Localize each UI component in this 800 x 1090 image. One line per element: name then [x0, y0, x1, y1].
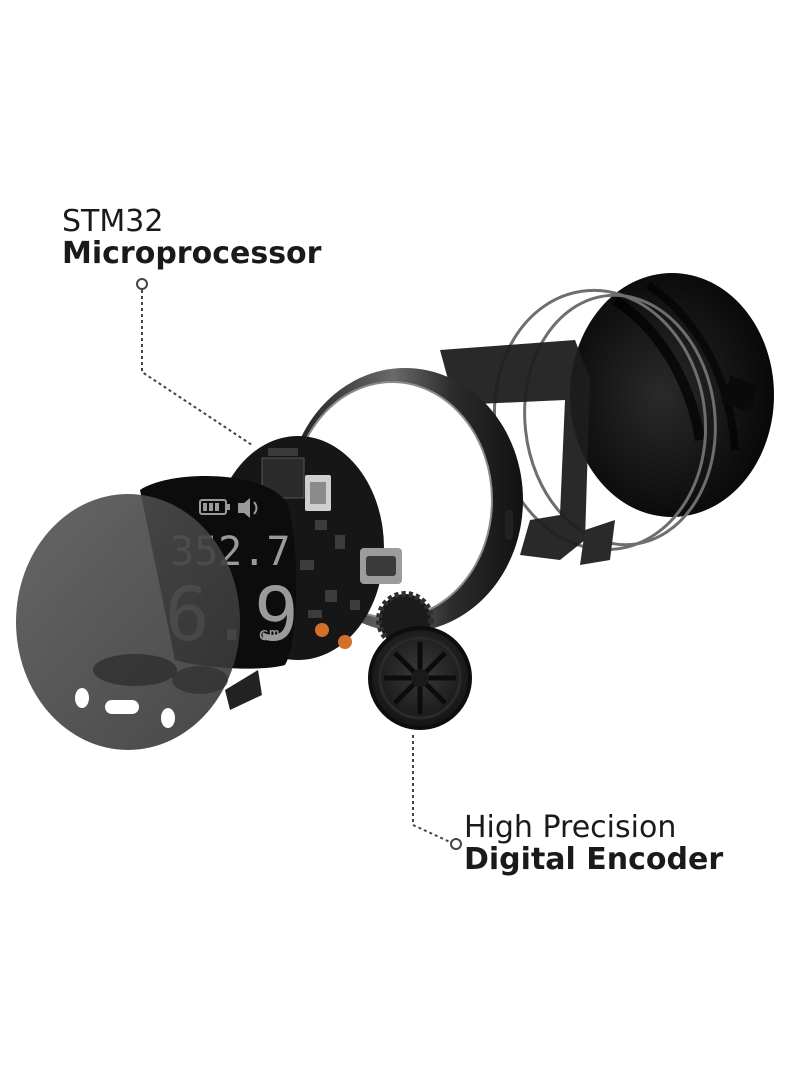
- back-cover: [570, 273, 774, 517]
- label-processor-line2: Microprocessor: [62, 236, 322, 272]
- unit-label: cm: [258, 624, 280, 645]
- callout-dot-encoder: [450, 838, 462, 850]
- orange-button: [315, 623, 329, 637]
- battery-icon: [199, 499, 227, 515]
- label-encoder-line2: Digital Encoder: [464, 842, 724, 878]
- label-encoder-line1: High Precision: [464, 810, 677, 845]
- label-digital-encoder: High Precision Digital Encoder: [464, 810, 724, 878]
- callout-dot-processor: [136, 278, 148, 290]
- callout-lines: [141, 290, 451, 843]
- encoder-wheel: [368, 626, 472, 730]
- label-processor-line1: STM32: [62, 204, 164, 239]
- front-lens: [16, 494, 262, 750]
- label-stm32-microprocessor: STM32 Microprocessor: [62, 204, 322, 272]
- sound-icon: [238, 498, 258, 518]
